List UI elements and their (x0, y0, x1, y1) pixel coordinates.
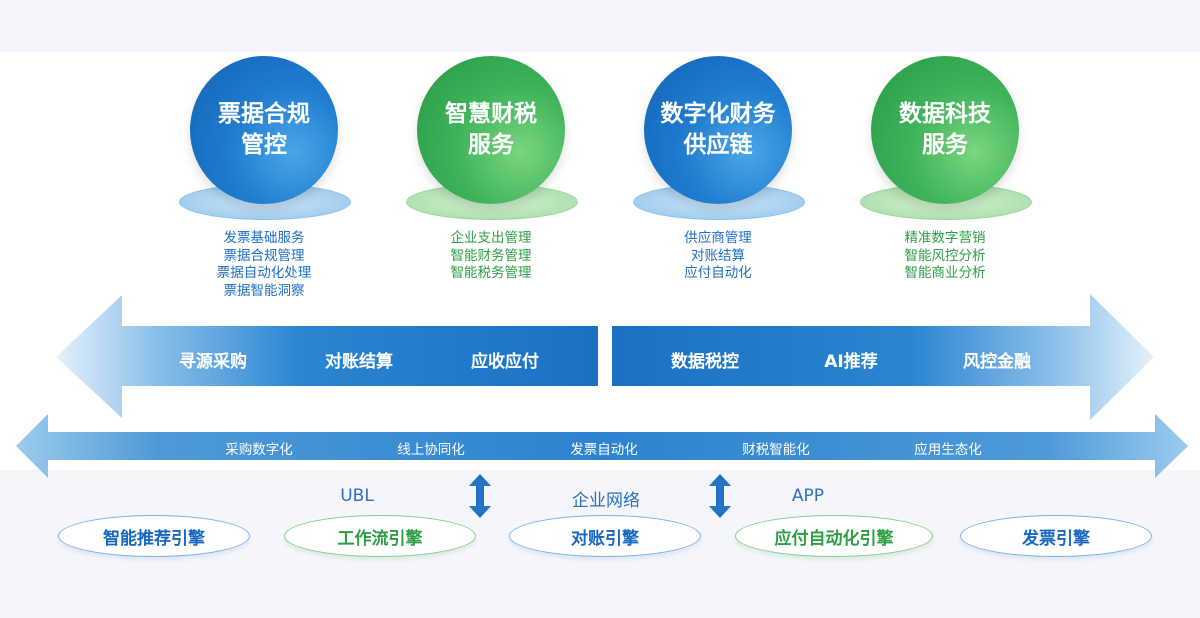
protocol-label: APP (791, 486, 825, 506)
pillar-item: 票据智能洞察 (223, 282, 305, 299)
left-arrow-label: 应收应付 (471, 352, 539, 372)
pillar-items: 发票基础服务 票据合规管理 票据自动化处理 票据智能洞察 (179, 230, 349, 300)
bottom-arrow-label: 财税智能化 (742, 442, 810, 458)
pillar-title-line1: 智慧财税 (445, 101, 537, 127)
pillar-title-line1: 数字化财务 (660, 101, 776, 127)
pillar-items: 供应商管理 对账结算 应付自动化 (633, 230, 803, 283)
pillar-item: 票据合规管理 (223, 247, 305, 264)
pillar-title-line1: 票据合规 (218, 101, 310, 127)
bottom-arrow-label: 采购数字化 (225, 442, 293, 458)
pillar-items: 企业支出管理 智能财务管理 智能税务管理 (406, 230, 576, 283)
pillar-title-line2: 供应链 (683, 132, 753, 158)
right-arrow-label: 数据税控 (671, 352, 739, 372)
pillar-title-line2: 服务 (468, 132, 514, 158)
pillar-sphere: 票据合规 管控 (190, 56, 338, 204)
pillar-item: 企业支出管理 (450, 230, 532, 246)
pillar-sphere: 数字化财务 供应链 (644, 56, 792, 204)
pillar-item: 智能财务管理 (450, 247, 532, 264)
bottom-arrow-label: 线上协同化 (397, 442, 465, 458)
pillar-item: 票据自动化处理 (216, 265, 312, 281)
right-arrow-label: AI推荐 (824, 352, 878, 372)
bottom-arrow-label: 发票自动化 (570, 442, 638, 458)
double-arrow-icon (469, 474, 491, 518)
engine-invoice: 发票引擎 (960, 515, 1152, 557)
engine-reconciliation: 对账引擎 (509, 515, 701, 557)
pillar-item: 供应商管理 (684, 230, 752, 246)
left-arrow-label: 寻源采购 (179, 352, 247, 372)
right-arrow-label: 风控金融 (963, 352, 1031, 372)
engine-label: 智能推荐引擎 (103, 528, 205, 549)
protocol-label: UBL (340, 486, 374, 506)
pillar-title-line1: 数据科技 (899, 101, 991, 127)
protocol-label: 企业网络 (572, 491, 640, 511)
double-arrow-icon (709, 474, 731, 518)
engine-recommendation: 智能推荐引擎 (58, 515, 250, 557)
pillar-item: 智能商业分析 (904, 265, 986, 281)
pillar-item: 应付自动化 (684, 265, 752, 281)
pillar-sphere: 智慧财税 服务 (417, 56, 565, 204)
right-flow-arrow (612, 294, 1154, 420)
left-flow-arrow (56, 295, 598, 418)
pillar-item: 发票基础服务 (223, 230, 305, 246)
pillar-item: 对账结算 (691, 247, 745, 264)
engine-label: 对账引擎 (571, 528, 639, 549)
pillar-items: 精准数字营销 智能风控分析 智能商业分析 (860, 230, 1030, 283)
bottom-bidirectional-arrow (16, 414, 1188, 478)
pillar-item: 智能风控分析 (904, 247, 986, 264)
engine-label: 应付自动化引擎 (774, 528, 894, 549)
engine-label: 发票引擎 (1022, 528, 1090, 549)
engine-label: 工作流引擎 (337, 528, 423, 549)
pillar-sphere: 数据科技 服务 (871, 56, 1019, 204)
left-arrow-label: 对账结算 (325, 352, 393, 372)
top-band (0, 0, 1200, 52)
pillar-item: 精准数字营销 (904, 230, 986, 246)
engine-ap-automation: 应付自动化引擎 (735, 515, 933, 557)
bottom-arrow-label: 应用生态化 (914, 442, 982, 458)
pillar-title-line2: 服务 (922, 132, 968, 158)
pillar-title-line2: 管控 (241, 132, 287, 158)
pillar-item: 智能税务管理 (450, 265, 532, 281)
engine-workflow: 工作流引擎 (284, 515, 476, 557)
